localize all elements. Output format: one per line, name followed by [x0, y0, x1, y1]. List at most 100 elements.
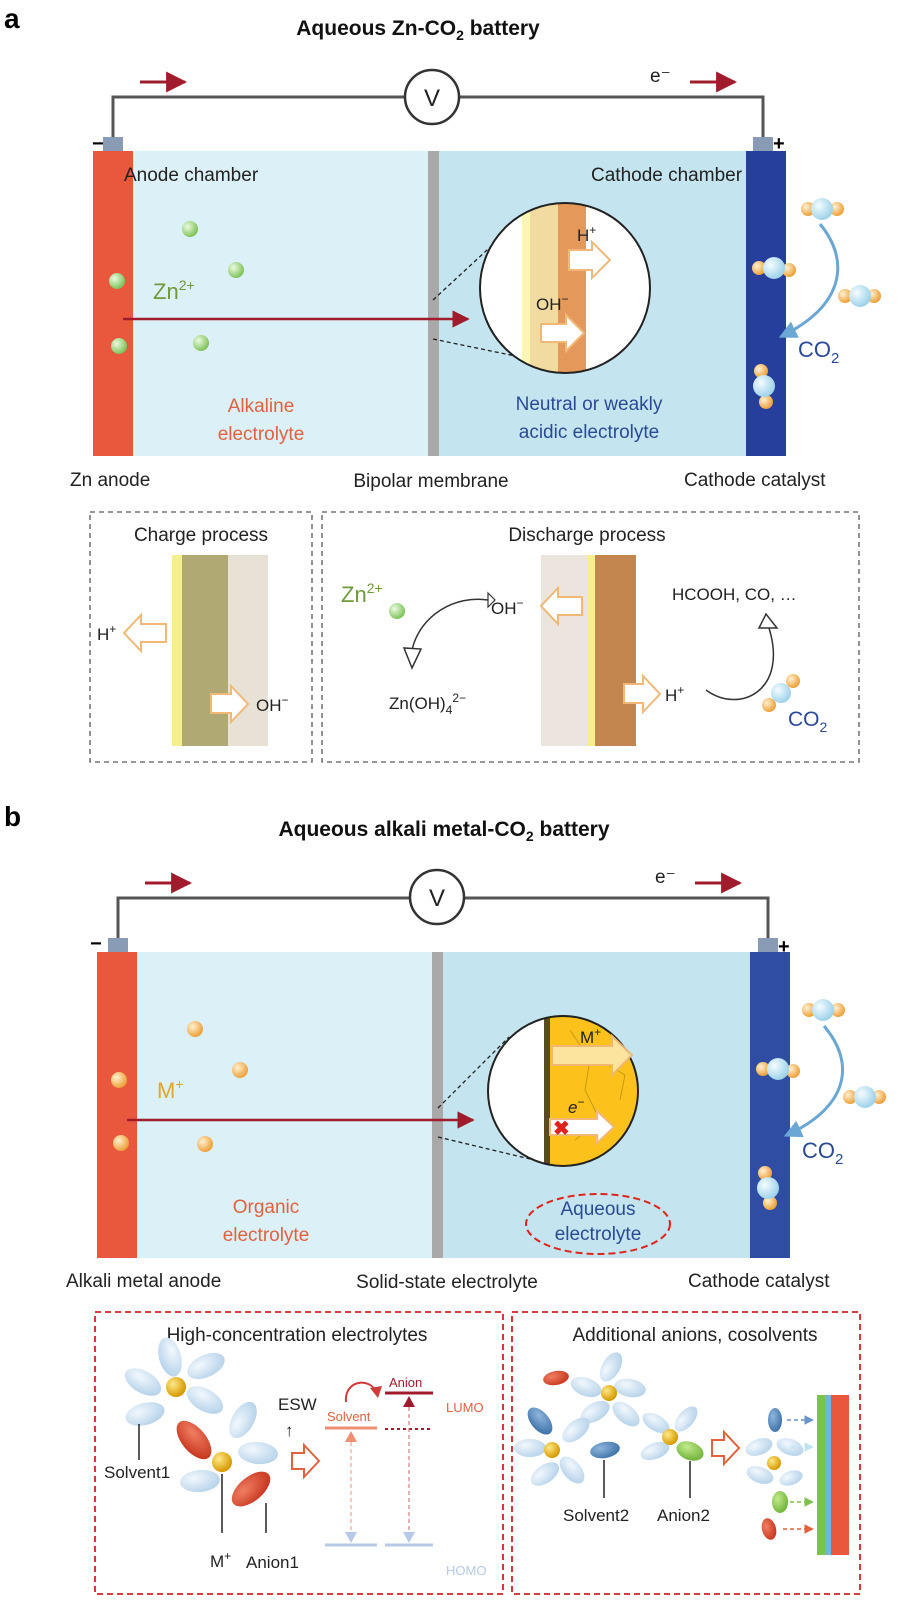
anion2-label: Anion2	[657, 1506, 710, 1525]
interface-red-anion-icon	[761, 1518, 777, 1540]
zoom-guide-line	[437, 1036, 510, 1109]
voltmeter-b	[408, 868, 466, 926]
anode-chamber-b	[137, 952, 433, 1258]
right-electrolyte-label-a: acidic electrolyte	[519, 422, 659, 443]
zn-ion-label-a: Zn2+	[153, 277, 195, 304]
discharge-membrane-layer	[541, 555, 587, 746]
m-ion-sphere	[187, 1021, 203, 1037]
high-concentration-electrolytes-box	[94, 1311, 504, 1595]
solvation-cluster-3	[570, 1352, 646, 1427]
solvation-cluster-2	[176, 1401, 278, 1507]
zn-anode-caption: Zn anode	[70, 470, 150, 491]
zoom-guide-line	[437, 1136, 531, 1160]
alkali-metal-anode-caption: Alkali metal anode	[66, 1271, 221, 1292]
solvent-gap-arrow-down-icon	[345, 1532, 357, 1543]
anode-terminal-b	[108, 938, 128, 952]
aqueous-electrolyte-highlight	[525, 1193, 671, 1255]
cathode-catalyst-caption-a: Cathode catalyst	[684, 470, 826, 491]
oh-minus-arrow-icon	[540, 312, 586, 354]
solvent1-label: Solvent1	[104, 1463, 170, 1482]
discharge-oh-arrow-icon	[539, 585, 583, 627]
solid-state-electrolyte-separator	[432, 952, 443, 1258]
inset-oh-minus-label: OH−	[536, 292, 569, 314]
discharge-process-title: Discharge process	[508, 525, 665, 546]
discharge-oh-label: OH−	[491, 596, 524, 618]
inset-m-plus-label: M+	[580, 1025, 601, 1047]
voltmeter-label-a: V	[424, 85, 440, 112]
zincate-arrow-head-icon	[402, 647, 423, 670]
panel-a-letter: a	[4, 3, 20, 34]
level-shift-curve-arrow	[344, 1381, 377, 1403]
co2-inflow-arrow-a	[778, 223, 840, 338]
discharge-h-label: H+	[665, 683, 684, 705]
m-ion-sphere	[232, 1062, 248, 1078]
solid-state-electrolyte-caption: Solid-state electrolyte	[356, 1272, 538, 1293]
level-shift-arrow-head-icon	[370, 1386, 382, 1398]
charge-membrane-layer	[172, 555, 182, 746]
esw-label: ESW	[278, 1395, 317, 1414]
anion1-label: Anion1	[246, 1553, 299, 1572]
voltmeter-label-b: V	[429, 885, 445, 912]
interface-cluster-icon	[745, 1438, 804, 1486]
cathode-terminal-b	[758, 938, 778, 952]
blocked-x-icon: ✖	[553, 1118, 570, 1140]
m-ion-sphere	[111, 1072, 127, 1088]
left-electrolyte-label-a: electrolyte	[218, 424, 305, 445]
anode-chamber-label: Anode chamber	[124, 165, 259, 186]
alkali-metal-anode-electrode	[97, 952, 137, 1258]
interface-zoom-circle-b	[487, 1015, 639, 1167]
inset-electron-label: e−	[568, 1095, 584, 1117]
discharge-membrane-layer	[595, 555, 636, 746]
interface-layer-blue	[825, 1395, 831, 1555]
m-ion-sphere	[197, 1136, 213, 1152]
charge-process-box	[89, 511, 313, 763]
co2-molecule-icon	[843, 1086, 886, 1108]
electron-blocked-arrow-icon	[549, 1108, 616, 1146]
hce-m-plus-label: M+	[210, 1549, 231, 1571]
left-electrolyte-label-b: Organic	[233, 1197, 300, 1218]
anode-chamber-a	[133, 151, 429, 456]
hce-transition-arrow-icon	[291, 1442, 321, 1480]
discharge-co2-molecule-icon	[762, 674, 800, 712]
solvent2-molecule-icon	[590, 1441, 620, 1459]
panel-b-title: Aqueous alkali metal-CO2 battery	[278, 818, 609, 844]
inset-h-plus-label: H+	[577, 223, 596, 245]
bipolar-membrane-caption: Bipolar membrane	[353, 471, 508, 492]
co2-reduction-arrow-head-icon	[757, 612, 779, 629]
right-electrolyte-label-b: Aqueous	[560, 1199, 635, 1220]
electron-label-b: e⁻	[655, 867, 676, 888]
solvent-gap-arrow-up-icon	[345, 1431, 357, 1442]
lumo-label: LUMO	[446, 1400, 484, 1415]
panel-a-title: Aqueous Zn-CO2 battery	[296, 17, 540, 43]
co2-label-a: CO2	[798, 337, 839, 367]
cathode-terminal-a	[753, 137, 773, 151]
right-electrolyte-label-a: Neutral or weakly	[516, 394, 663, 415]
zn-ion-sphere	[182, 221, 198, 237]
co2-molecule-icon	[752, 257, 796, 279]
interface-anion-icon	[772, 1491, 788, 1513]
anion-gap-arrow-up-icon	[403, 1396, 415, 1407]
interface-solvent-icon	[768, 1408, 782, 1432]
minus-sign-a: −	[92, 133, 104, 155]
charge-membrane-layer	[182, 555, 228, 746]
h-plus-arrow-icon	[568, 239, 612, 281]
co2-reduction-arrow	[705, 624, 775, 701]
minus-sign-b: −	[90, 933, 102, 955]
free-anion-icon	[543, 1370, 569, 1386]
zn-ion-sphere	[109, 273, 125, 289]
co2-molecule-icon	[756, 1058, 800, 1080]
discharge-zn-sphere	[389, 603, 405, 619]
plus-sign-b: +	[778, 936, 790, 958]
zn-ion-sphere	[228, 262, 244, 278]
anion-level-label: Anion	[389, 1375, 422, 1390]
charge-oh-arrow-icon	[210, 683, 250, 725]
solvation-cluster-4	[514, 1407, 590, 1486]
co2-molecule-icon	[753, 364, 775, 409]
co2-molecule-icon	[838, 285, 881, 307]
discharge-h-arrow-icon	[623, 673, 662, 715]
interface-layer-green	[817, 1395, 825, 1555]
additional-anions-title: Additional anions, cosolvents	[572, 1325, 817, 1346]
charge-process-title: Charge process	[134, 525, 268, 546]
solvation-cluster-5	[640, 1406, 704, 1461]
